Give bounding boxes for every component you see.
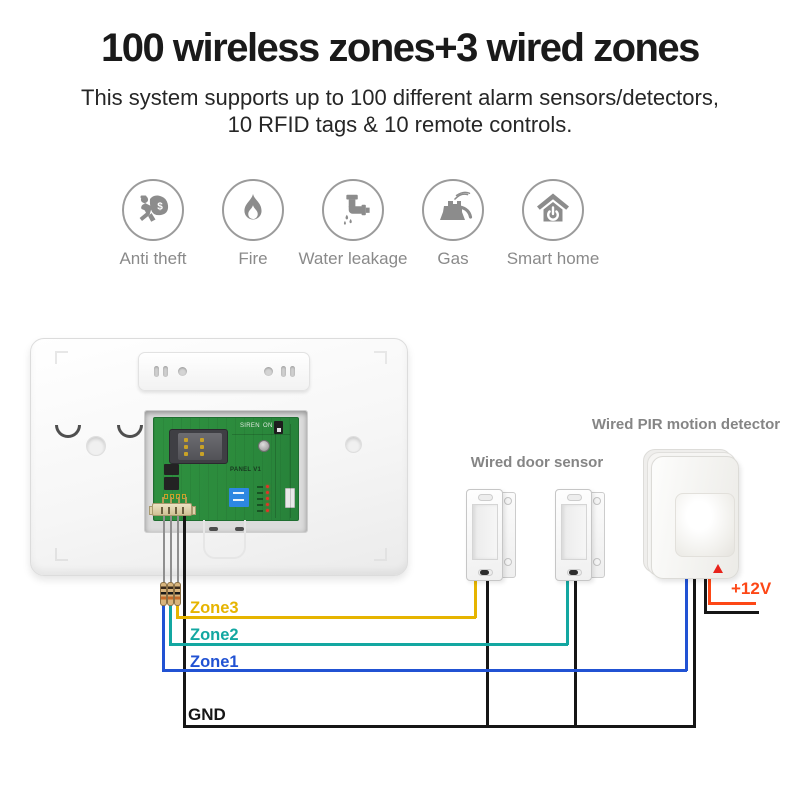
- corner-mark: [374, 351, 387, 364]
- corner-mark: [55, 548, 68, 561]
- siren-label: SIREN: [240, 423, 260, 429]
- sensor1-gnd-wire: [486, 571, 489, 727]
- wire-lead: [177, 516, 179, 583]
- status-led: [266, 509, 269, 512]
- board-version-label: PANEL V1: [230, 467, 262, 473]
- panel-knob: [345, 436, 362, 453]
- connector-pins: [161, 497, 189, 504]
- subtitle-line2: 10 RFID tags & 10 remote controls.: [227, 112, 573, 137]
- zone3-label: Zone3: [190, 599, 239, 617]
- clip-slot: [235, 527, 244, 531]
- status-led: [266, 491, 269, 494]
- power-connector: [285, 488, 295, 508]
- zone-terminal: [164, 477, 179, 490]
- alarm-panel-back: SIREN ON PANEL V1: [30, 338, 408, 576]
- zone2-sensor-wire: [566, 573, 569, 645]
- feature-water-leakage: Water leakage: [299, 179, 408, 269]
- zone2-wire-horizontal: [169, 643, 568, 646]
- subtitle-line1: This system supports up to 100 different…: [81, 85, 719, 110]
- zone2-wire-stub: [169, 604, 172, 645]
- zone1-wire-horizontal: [162, 669, 687, 672]
- feature-label: Anti theft: [119, 249, 187, 268]
- zone2-label: Zone2: [190, 626, 239, 644]
- burglar-icon: $: [122, 179, 184, 241]
- door-sensor-1: [466, 489, 518, 581]
- status-led: [266, 497, 269, 500]
- pcb-screw: [258, 440, 270, 452]
- cable-knockout-arc: [55, 425, 81, 438]
- door-sensor-body: [466, 489, 503, 581]
- feature-fire: Fire: [203, 179, 303, 269]
- sensor2-gnd-wire: [574, 573, 577, 727]
- bracket-hole: [264, 367, 273, 376]
- status-led: [266, 485, 269, 488]
- gnd-wire-vertical: [183, 516, 186, 727]
- bottom-clip: [203, 520, 246, 559]
- door-sensor-body: [555, 489, 592, 581]
- feature-gas: Gas: [403, 179, 503, 269]
- bracket-slot: [163, 366, 168, 377]
- door-sensor-label: Wired door sensor: [470, 454, 604, 471]
- water-pipe-icon: [322, 179, 384, 241]
- svg-text:$: $: [157, 202, 163, 213]
- eol-resistor: [174, 582, 181, 606]
- qc-sticker: [229, 488, 249, 507]
- pir-label: Wired PIR motion detector: [591, 416, 781, 433]
- pin-header: [164, 464, 179, 475]
- subtitle: This system supports up to 100 different…: [0, 84, 800, 138]
- power-wire-horizontal: [708, 602, 756, 605]
- bracket-slot: [281, 366, 286, 377]
- wire-lead: [170, 516, 172, 583]
- pir-motion-detector: [643, 447, 739, 579]
- wire-lead: [163, 516, 165, 583]
- cable-knockout-arc: [117, 425, 143, 438]
- bracket-hole: [178, 367, 187, 376]
- pir-body: [651, 456, 739, 579]
- pir-power-gnd-horizontal: [704, 611, 759, 614]
- zone3-wire-stub: [176, 604, 179, 618]
- corner-mark: [374, 548, 387, 561]
- eol-resistor: [167, 582, 174, 606]
- feature-label: Smart home: [506, 249, 600, 268]
- status-led: [266, 503, 269, 506]
- gnd-wire-horizontal: [183, 725, 696, 728]
- door-sensor-2: [555, 489, 607, 581]
- panel-knob: [86, 436, 106, 456]
- siren-switch: [274, 421, 283, 434]
- feature-anti-theft: $ Anti theft: [103, 179, 203, 269]
- feature-row: $ Anti theft Fire: [103, 179, 697, 269]
- pir-lens: [675, 493, 735, 557]
- clip-slot: [209, 527, 218, 531]
- feature-label: Gas: [437, 249, 469, 268]
- power-wire-vertical: [708, 573, 711, 604]
- zone1-label: Zone1: [190, 653, 239, 671]
- pir-gnd-wire: [693, 575, 696, 727]
- bracket-slot: [290, 366, 295, 377]
- on-label: ON: [263, 423, 273, 429]
- zone3-wire-horizontal: [176, 616, 476, 619]
- pir-alarm-led: [713, 564, 723, 573]
- zone1-pir-wire: [685, 575, 688, 671]
- feature-smart-home: Smart home: [503, 179, 603, 269]
- smart-home-icon: [522, 179, 584, 241]
- sim-card-slot: [169, 429, 228, 464]
- zone3-sensor-wire: [474, 571, 477, 618]
- gas-tank-icon: [422, 179, 484, 241]
- eol-resistor: [160, 582, 167, 606]
- corner-mark: [55, 351, 68, 364]
- bracket-slot: [154, 366, 159, 377]
- wire-connector: [149, 503, 196, 516]
- feature-label: Water leakage: [298, 249, 408, 268]
- power-12v-label: +12V: [731, 579, 772, 598]
- feature-label: Fire: [238, 249, 268, 268]
- gnd-label: GND: [188, 705, 226, 724]
- page-title: 100 wireless zones+3 wired zones: [101, 26, 700, 70]
- pir-power-gnd-vertical: [704, 575, 707, 613]
- zone1-wire-stub: [162, 604, 165, 671]
- mounting-bracket: [138, 352, 310, 391]
- door-sensor-magnet: [499, 492, 516, 578]
- flame-icon: [222, 179, 284, 241]
